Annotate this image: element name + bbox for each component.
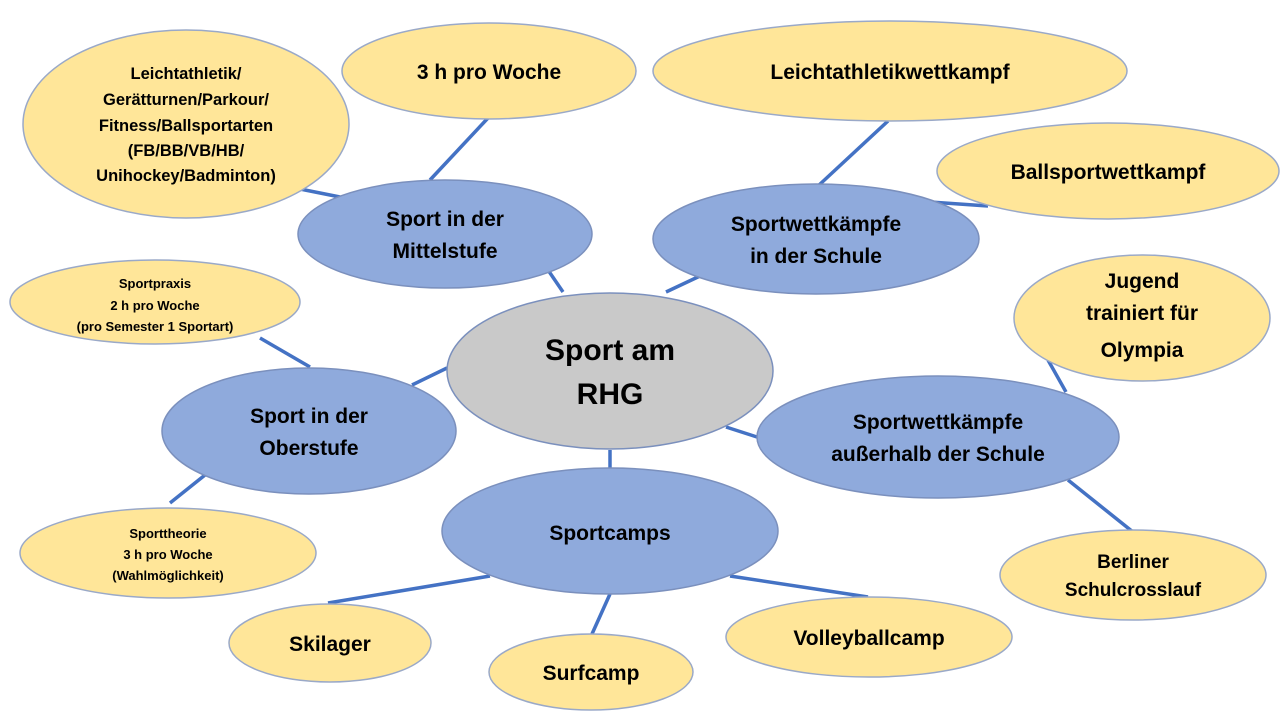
node-mittelstufe-stunden: 3 h pro Woche — [341, 22, 637, 120]
node-leichtathletikwettkampf: Leichtathletikwettkampf — [652, 20, 1128, 122]
svg-text:Ballsportwettkampf: Ballsportwettkampf — [1011, 161, 1207, 184]
text-line: Fitness/Ballsportarten — [99, 117, 273, 135]
connector-center-mittelstufe — [546, 269, 565, 293]
text-line: Sporttheorie — [129, 526, 206, 541]
text-line: Sport in der — [386, 208, 504, 231]
connector-sportcamps-skilager — [327, 574, 491, 605]
connector-extern-crosslauf — [1066, 478, 1135, 534]
text-line: Schulcrosslauf — [1065, 580, 1202, 601]
text-line: Leichtathletik/ — [131, 65, 242, 83]
svg-text:Sportcamps: Sportcamps — [549, 522, 670, 545]
text-line: Skilager — [289, 633, 371, 656]
node-skilager: Skilager — [228, 603, 432, 683]
text-line: Olympia — [1101, 339, 1184, 362]
connector-schule-leichtathletik — [816, 119, 890, 188]
text-line: Sportwettkämpfe — [853, 411, 1023, 434]
text-line: 2 h pro Woche — [110, 298, 199, 313]
text-line: 3 h pro Woche — [417, 61, 561, 84]
connector-center-wettkaempfe-extern — [725, 425, 758, 439]
text-line: Unihockey/Badminton) — [96, 167, 276, 185]
svg-text:Surfcamp: Surfcamp — [543, 662, 640, 685]
text-line: Leichtathletikwettkampf — [770, 61, 1010, 84]
connector-center-wettkaempfe-schule — [665, 274, 701, 294]
text-line: Volleyballcamp — [793, 627, 944, 650]
text-line: in der Schule — [750, 245, 882, 268]
text-line: Sport am — [545, 334, 675, 367]
node-sportpraxis: Sportpraxis 2 h pro Woche (pro Semester 1 … — [9, 259, 301, 345]
text-line: (pro Semester 1 Sportart) — [77, 319, 234, 334]
text-line: trainiert für — [1086, 302, 1198, 325]
node-mittelstufe-sportarten: Leichtathletik/Gerätturnen/Parkour/Fitne… — [22, 29, 350, 219]
connector-oberstufe-theorie — [168, 473, 207, 505]
text-line: Oberstufe — [259, 437, 358, 460]
text-line: Gerätturnen/Parkour/ — [103, 91, 269, 109]
node-volleyballcamp: Volleyballcamp — [725, 596, 1013, 678]
svg-text:Skilager: Skilager — [289, 633, 371, 656]
connector-sportcamps-surfcamp — [590, 593, 612, 635]
connector-mittelstufe-stunden — [428, 116, 490, 182]
node-surfcamp: Surfcamp — [488, 633, 694, 711]
node-wettkaempfe-schule: Sportwettkämpfe in der Schule — [652, 183, 980, 295]
node-ballsportwettkampf: Ballsportwettkampf — [936, 122, 1280, 220]
text-line: RHG — [577, 378, 644, 411]
connector-mittelstufe-sportarten — [299, 187, 341, 199]
text-line: Sportcamps — [549, 522, 670, 545]
text-line: (Wahlmöglichkeit) — [112, 568, 223, 583]
connectors — [168, 116, 1135, 635]
text-line: Ballsportwettkampf — [1011, 161, 1207, 184]
svg-text:Leichtathletikwettkampf: Leichtathletikwettkampf — [770, 61, 1010, 84]
text-line: Mittelstufe — [393, 240, 498, 263]
text-line: Sportpraxis — [119, 276, 191, 291]
text-line: Berliner — [1097, 552, 1169, 573]
node-sporttheorie: Sporttheorie 3 h pro Woche (Wahlmöglichkei… — [19, 507, 317, 599]
node-sportcamps: Sportcamps — [441, 467, 779, 595]
connector-sportcamps-volleyball — [729, 574, 869, 599]
text-line: Surfcamp — [543, 662, 640, 685]
connector-oberstufe-praxis — [259, 336, 311, 369]
connector-extern-jugend — [1046, 359, 1068, 393]
text-line: (FB/BB/VB/HB/ — [128, 142, 245, 160]
node-center: Sport am RHG — [446, 292, 774, 450]
svg-text:3 h pro Woche: 3 h pro Woche — [417, 61, 561, 84]
text-line: Sport in der — [250, 405, 368, 428]
text-line: außerhalb der Schule — [831, 443, 1045, 466]
text-line: Jugend — [1105, 270, 1180, 293]
svg-text:Volleyballcamp: Volleyballcamp — [793, 627, 944, 650]
node-wettkaempfe-extern: Sportwettkämpfe außerhalb der Schule — [756, 375, 1120, 499]
connector-center-oberstufe — [411, 366, 448, 387]
text-line: Sportwettkämpfe — [731, 213, 901, 236]
svg-text:Leichtathletik/Gerätturnen/Par: Leichtathletik/Gerätturnen/Parkour/Fitne… — [96, 65, 276, 185]
text-line: 3 h pro Woche — [123, 547, 212, 562]
